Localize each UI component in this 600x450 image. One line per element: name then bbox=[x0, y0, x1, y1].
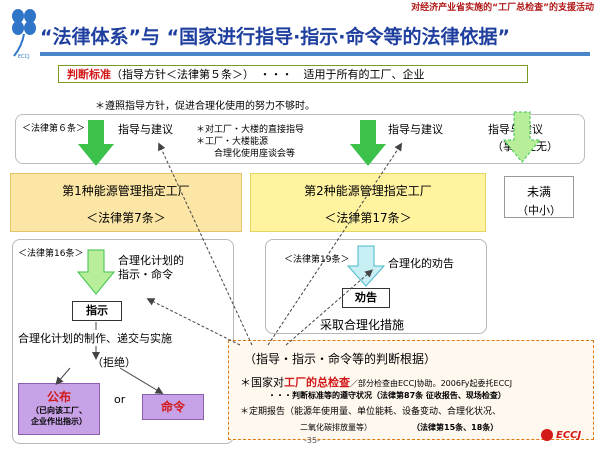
basis-line4b: （法律第15条、18条） bbox=[412, 423, 499, 432]
publish-sub1: （已向该工厂、 bbox=[31, 406, 87, 415]
basis-line1b: 工厂的总检查 bbox=[284, 376, 350, 389]
advice-right: 指导与建议 bbox=[488, 123, 543, 136]
refuse-text: （拒绝） bbox=[92, 356, 136, 369]
bullet-seminar: 合理化使用座谈会等 bbox=[214, 149, 296, 159]
title-underline bbox=[40, 52, 590, 56]
factory1-name: 第1种能源管理指定工厂 bbox=[62, 184, 190, 198]
eccj-logo-icon bbox=[541, 429, 553, 441]
standard-label: 判断标准 bbox=[67, 68, 111, 81]
instruction-box: 指示 bbox=[72, 301, 122, 321]
law6-label: ＜法律第６条＞ bbox=[22, 124, 86, 134]
plan-label2: 指示・命令 bbox=[118, 268, 173, 281]
factory2-law: ＜法律第17条＞ bbox=[324, 211, 412, 225]
basis-line4: 二氧化碳排放量等） bbox=[300, 423, 372, 432]
bullet-direct-guidance: ＊对工厂・大楼的直接指导 bbox=[196, 125, 305, 135]
publish-sub2: 企业作出指示） bbox=[31, 417, 87, 426]
factory3-name: 未满 bbox=[526, 185, 551, 199]
plan-submit-text: 合理化计划的制作、递交与实施 bbox=[18, 332, 172, 345]
basis-line1a: ＊国家对 bbox=[240, 376, 284, 389]
basis-line1c: ／部分检查由ECCJ协助。2006Fy起委托ECCJ bbox=[350, 379, 513, 388]
factory-small: 未满 （中小） bbox=[504, 176, 574, 218]
basis-line3-text: ＊定期报告（能源年使用量、单位能耗、设备变动、合理化状况、 bbox=[240, 407, 502, 417]
or-text: or bbox=[114, 393, 126, 406]
factory-type2: 第2种能源管理指定工厂 ＜法律第17条＞ bbox=[250, 173, 486, 232]
factory3-sub: （中小） bbox=[517, 204, 561, 217]
bullet-energy: ＊工厂・大楼能源 bbox=[196, 137, 269, 147]
basis-title: （指导・指示・命令等的判断根据） bbox=[244, 352, 437, 366]
top-bar bbox=[0, 0, 600, 13]
publish-box: 公布 （已向该工厂、 企业作出指示） bbox=[18, 383, 100, 435]
svg-text:ECCJ: ECCJ bbox=[18, 54, 30, 60]
advice-right-sub: （事实上无） bbox=[492, 140, 558, 153]
measure-text: 采取合理化措施 bbox=[320, 318, 405, 332]
page-number: -35- bbox=[304, 436, 320, 445]
header-note: 对经济产业省实施的“工厂总检查”的支援活动 bbox=[411, 3, 594, 13]
recommend-box: 劝告 bbox=[342, 288, 390, 308]
basis-box bbox=[228, 340, 594, 440]
advice-mid: 指导与建议 bbox=[388, 123, 443, 136]
clover-logo-icon: ECCJ bbox=[12, 9, 36, 60]
advice-recommend: 合理化的劝告 bbox=[388, 257, 454, 270]
standard-text: （指导方针＜法律第５条＞） ・・・ 适用于所有的工厂、企业 bbox=[111, 68, 425, 81]
factory1-law: ＜法律第7条＞ bbox=[86, 211, 166, 225]
footer-logo-text: ECCJ bbox=[556, 430, 582, 441]
law16-label: ＜法律第16条＞ bbox=[18, 249, 84, 259]
guideline-note: ＊遵照指导方针，促进合理化使用的努力不够时。 bbox=[95, 101, 315, 112]
standard-box: 判断标准（指导方针＜法律第５条＞） ・・・ 适用于所有的工厂、企业 bbox=[58, 65, 528, 83]
basis-line1: ＊国家对工厂的总检查／部分检查由ECCJ协助。2006Fy起委托ECCJ bbox=[240, 374, 512, 390]
publish-label: 公布 bbox=[46, 390, 71, 404]
factory-type1: 第1种能源管理指定工厂 ＜法律第7条＞ bbox=[10, 173, 242, 232]
law19-label: ＜法律第19条＞ bbox=[284, 255, 350, 265]
page-title: “法律体系”与 “国家进行指导·指示·命令等的法律依据” bbox=[40, 26, 511, 48]
order-box: 命令 bbox=[142, 394, 204, 420]
factory2-name: 第2种能源管理指定工厂 bbox=[304, 184, 432, 198]
advice-left: 指导与建议 bbox=[118, 123, 173, 136]
basis-line3: ＊定期报告（能源年使用量、单位能耗、设备变动、合理化状况、 bbox=[240, 404, 501, 417]
basis-line2: ・・・判断标准等的遵守状况（法律第87条 征收报告、现场检查） bbox=[268, 391, 506, 400]
